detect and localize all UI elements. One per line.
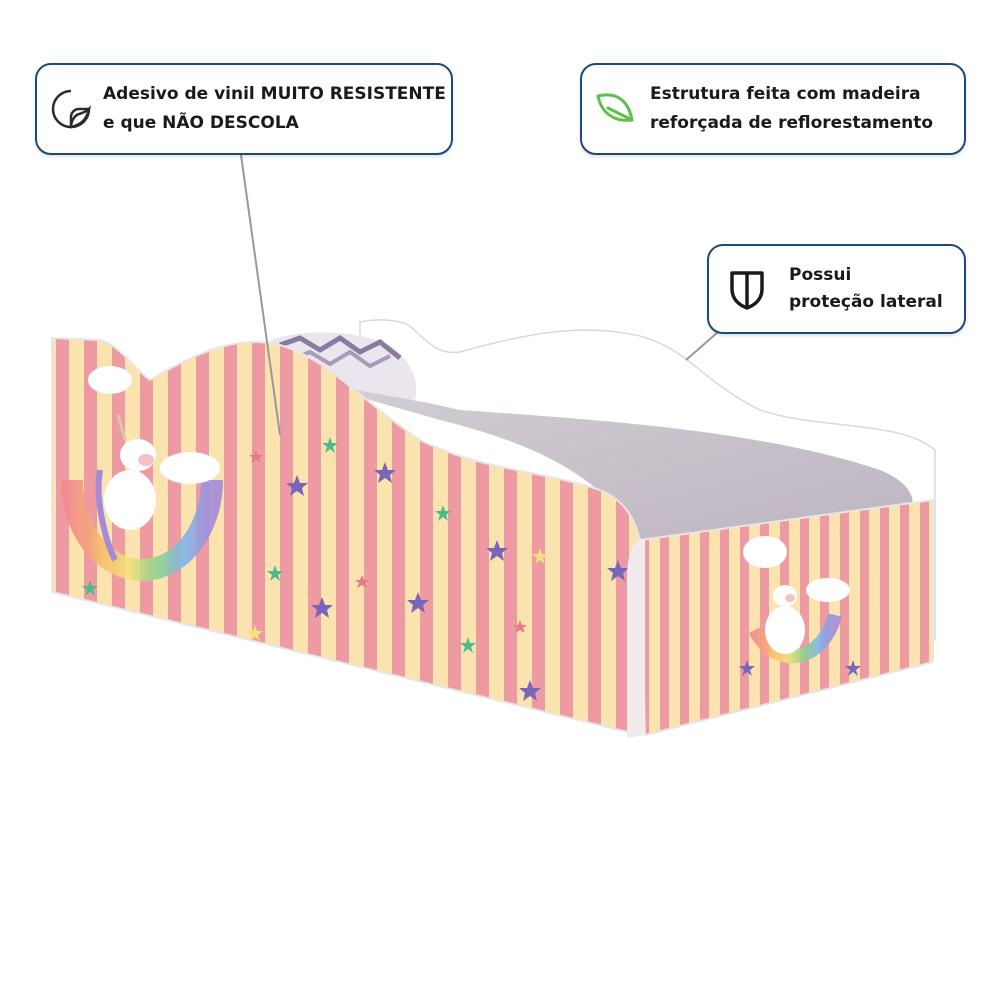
callout-wood-structure: Estrutura feita com madeira reforçada de… (580, 63, 966, 155)
bed-end-panel (627, 498, 934, 738)
callout-line-1: Adesivo de vinil MUITO RESISTENTE (103, 84, 446, 104)
callout-line-2: reforçada de reflorestamento (650, 113, 934, 133)
callout-line-2: e que NÃO DESCOLA (103, 113, 299, 133)
callout-side-protection: Possui proteção lateral (707, 244, 966, 334)
mattress (300, 380, 913, 540)
callout-line-1: Estrutura feita com madeira (650, 84, 921, 104)
leaf-icon (594, 88, 636, 130)
callout-line-1: Possui (789, 265, 852, 285)
callout-line-2: proteção lateral (789, 292, 943, 312)
leader-line-protection (685, 331, 719, 361)
callout-vinyl-sticker: Adesivo de vinil MUITO RESISTENTE e que … (35, 63, 453, 155)
peeling-sticker-icon (49, 87, 93, 131)
bed-front-side-panel (51, 336, 641, 737)
leader-line-vinyl (240, 154, 281, 436)
shield-icon (727, 267, 767, 311)
